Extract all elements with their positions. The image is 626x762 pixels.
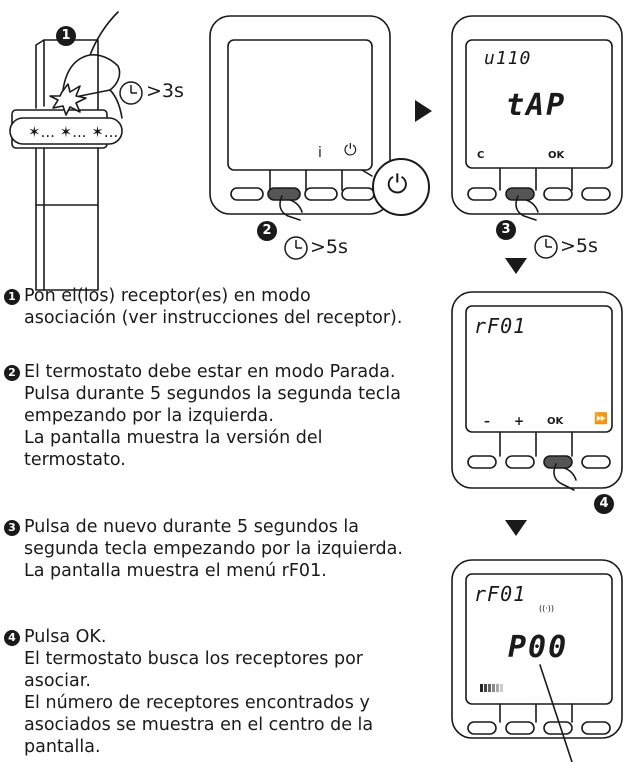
svg-text:✶... ✶... ✶...: ✶... ✶... ✶... — [28, 123, 118, 141]
step-badge: 2 — [257, 221, 277, 241]
key-label-minus: – — [484, 414, 490, 428]
key-label-plus: + — [514, 414, 525, 428]
duration-label: >5s — [560, 235, 598, 257]
receiver-device — [11, 39, 108, 291]
down-arrow-icon — [505, 520, 527, 536]
key-label-ok: OK — [547, 416, 564, 427]
signal-icon: ((·)) — [539, 604, 555, 613]
key-label-i: i — [318, 145, 322, 161]
lcd-main: P00 — [508, 630, 569, 665]
lcd-menu: rF01 — [474, 314, 527, 338]
key-label-c: C — [477, 150, 485, 161]
signal-bar — [480, 684, 503, 692]
step-badge: 4 — [594, 494, 614, 514]
thermostat-3 — [451, 291, 623, 491]
power-icon: ⏻ — [344, 140, 357, 159]
lcd-version: u110 — [484, 48, 532, 69]
blink-indicator: ✶... ✶... ✶... — [9, 117, 123, 145]
power-icon: ⏻ — [387, 170, 408, 200]
step-number: 2 — [4, 365, 20, 381]
duration-label: >5s — [310, 236, 348, 258]
key-label-ok: OK — [548, 150, 565, 161]
step-number: 3 — [4, 520, 20, 536]
step-number: 4 — [4, 630, 20, 646]
lcd-menu: rF01 — [474, 582, 527, 606]
lcd-main: tAP — [506, 88, 567, 123]
flash-icon — [49, 83, 87, 116]
thermostat-1 — [209, 15, 430, 221]
step-badge: 3 — [496, 220, 516, 240]
step-badge: 1 — [56, 26, 76, 46]
fast-forward-icon: ⏩ — [594, 412, 608, 425]
thermostat-4 — [451, 559, 623, 762]
thermostat-2 — [451, 15, 623, 221]
hand-icon — [62, 11, 123, 119]
down-arrow-icon — [505, 258, 527, 274]
right-arrow-icon — [415, 100, 432, 122]
duration-label: >3s — [146, 80, 184, 102]
step-number: 1 — [4, 289, 20, 305]
